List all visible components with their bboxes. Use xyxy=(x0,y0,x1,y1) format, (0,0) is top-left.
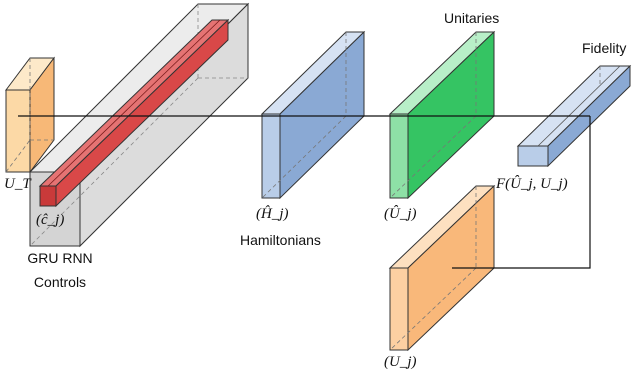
controls-symbol-label: (ĉ_j) xyxy=(36,212,65,228)
hamiltonian-symbol-label: (Ĥ_j) xyxy=(256,206,289,222)
target-unitary-label: (U_j) xyxy=(384,354,417,370)
unitary-symbol-label: (Û_j) xyxy=(384,206,417,222)
hamiltonians-label: Hamiltonians xyxy=(240,232,321,248)
gru-label: GRU RNN xyxy=(27,250,93,266)
connector-lines xyxy=(18,115,591,269)
unitaries-label: Unitaries xyxy=(444,10,500,26)
ut-label: U_T xyxy=(4,176,31,192)
hamiltonians-slab xyxy=(260,30,366,200)
control-bar xyxy=(38,18,230,208)
target-unitary-slab xyxy=(388,184,496,352)
unitaries-slab xyxy=(388,30,496,200)
controls-label: Controls xyxy=(33,274,87,290)
fidelity-label: Fidelity xyxy=(582,40,627,56)
ut-slab xyxy=(5,56,55,174)
fidelity-function-label: F(Û_j, U_j) xyxy=(496,176,568,192)
